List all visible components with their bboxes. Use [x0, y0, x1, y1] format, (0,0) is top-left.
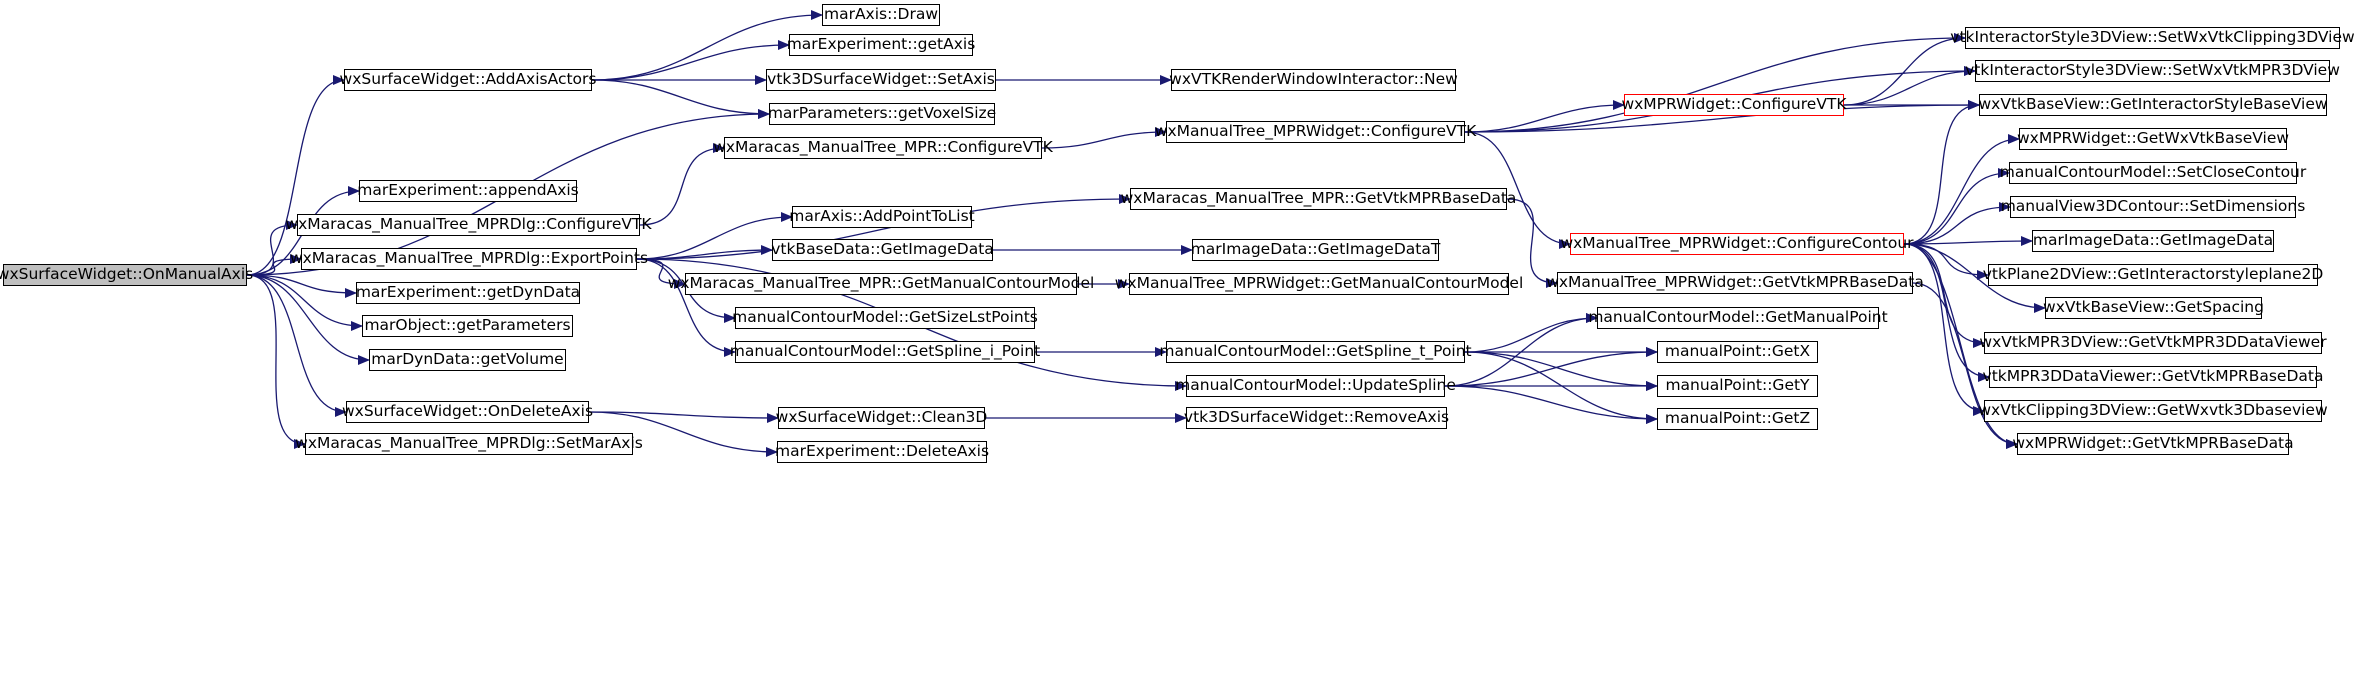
graph-node-marExpDeleteAxis[interactable]: marExperiment::DeleteAxis — [775, 441, 989, 463]
edge-mprWidgetConfigureContour-to-mpr3dGetViewer — [1903, 243, 1985, 348]
graph-node-marImgGetImageData[interactable]: marImageData::GetImageData — [2032, 230, 2274, 252]
edge-mprWidgetConfigureVTK-to-is3dClipping — [1464, 33, 1966, 133]
edge-root-to-dlgExportPoints — [246, 254, 302, 276]
edge-addAxisActors-to-marAxisDraw — [591, 10, 823, 81]
edge-dlgExportPoints-to-mprGetBaseData — [636, 194, 1131, 260]
edge-mprWidgetConfigureContour-to-mpr3dViewerGetBase — [1903, 243, 1990, 382]
graph-node-baseViewGetIS[interactable]: wxVtkBaseView::GetInteractorStyleBaseVie… — [1978, 94, 2328, 116]
edge-root-to-addAxisActors — [246, 75, 345, 276]
edge-mprWidgetConfigureContour-to-baseViewGetIS — [1903, 100, 1980, 245]
graph-node-marParamVoxel[interactable]: marParameters::getVoxelSize — [768, 103, 996, 125]
edge-wxMPRConfigureVTK-to-is3dClipping — [1843, 33, 1966, 106]
graph-node-mcmUpdateSpline[interactable]: manualContourModel::UpdateSpline — [1175, 375, 1456, 397]
edge-mprWidgetConfigureContour-to-wxMPRGetBaseData — [1903, 243, 2018, 449]
graph-node-marExpAppendAxis[interactable]: marExperiment::appendAxis — [357, 180, 579, 202]
graph-node-vtk3dSetAxis[interactable]: vtk3DSurfaceWidget::SetAxis — [766, 69, 996, 91]
graph-node-vtk3dRemoveAxis[interactable]: vtk3DSurfaceWidget::RemoveAxis — [1184, 407, 1449, 429]
graph-node-mpGetZ[interactable]: manualPoint::GetZ — [1657, 408, 1818, 430]
graph-node-mcmGetSplineI[interactable]: manualContourModel::GetSpline_i_Point — [730, 341, 1040, 363]
edge-mprWidgetConfigureContour-to-mcmSetClose — [1903, 168, 2010, 245]
edge-mcmGetSplineT-to-mcmGetManualPoint — [1464, 313, 1598, 353]
graph-node-mcmGetSizeLst[interactable]: manualContourModel::GetSizeLstPoints — [732, 307, 1038, 329]
graph-node-mprWidgetConfigureContour[interactable]: wxManualTree_MPRWidget::ConfigureContour — [1560, 233, 1914, 255]
graph-node-marImgGetImageDataT[interactable]: marImageData::GetImageDataT — [1191, 239, 1440, 261]
edge-mprGetBaseData-to-mprWidgetGetBaseData — [1506, 198, 1558, 288]
edge-dlgConfigureVTK-to-mprConfigureVTK — [639, 143, 725, 226]
edge-wxMPRConfigureVTK-to-is3dMPR — [1843, 66, 1976, 106]
graph-node-plane2dGetIS[interactable]: vtkPlane2DView::GetInteractorstyleplane2… — [1983, 264, 2323, 286]
edge-root-to-onDeleteAxis — [246, 274, 347, 417]
edge-mprWidgetGetBaseData-to-wxMPRGetBaseData — [1912, 282, 2018, 449]
graph-node-mpGetX[interactable]: manualPoint::GetX — [1657, 341, 1818, 363]
graph-node-mprGetBaseData[interactable]: wxMaracas_ManualTree_MPR::GetVtkMPRBaseD… — [1121, 188, 1516, 210]
edge-onDeleteAxis-to-marExpDeleteAxis — [588, 411, 778, 457]
edge-root-to-marObjGetParams — [246, 274, 363, 331]
edge-root-to-marDynGetVolume — [246, 274, 370, 365]
graph-node-marExpGetAxis[interactable]: marExperiment::getAxis — [787, 34, 975, 56]
graph-node-mv3dSetDims[interactable]: manualView3DContour::SetDimensions — [2001, 196, 2305, 218]
edge-addAxisActors-to-marParamVoxel — [591, 79, 770, 119]
graph-node-mpr3dGetViewer[interactable]: wxVtkMPR3DView::GetVtkMPR3DDataViewer — [1979, 332, 2327, 354]
graph-node-mprWidgetGetBaseData[interactable]: wxManualTree_MPRWidget::GetVtkMPRBaseDat… — [1546, 272, 1924, 294]
graph-node-root[interactable]: wxSurfaceWidget::OnManualAxis — [0, 264, 253, 286]
graph-node-mprConfigureVTK[interactable]: wxMaracas_ManualTree_MPR::ConfigureVTK — [713, 137, 1053, 159]
edge-mprWidgetConfigureContour-to-marImgGetImageData — [1903, 236, 2033, 247]
graph-node-mprWidgetGetManualContour[interactable]: wxManualTree_MPRWidget::GetManualContour… — [1115, 273, 1523, 295]
graph-node-onDeleteAxis[interactable]: wxSurfaceWidget::OnDeleteAxis — [342, 401, 593, 423]
graph-node-marAxisDraw[interactable]: marAxis::Draw — [822, 4, 940, 26]
graph-node-is3dMPR[interactable]: vtkInteractorStyle3DView::SetWxVtkMPR3DV… — [1965, 60, 2340, 82]
graph-node-dlgExportPoints[interactable]: wxMaracas_ManualTree_MPRDlg::ExportPoint… — [290, 248, 648, 270]
edge-onDeleteAxis-to-clean3D — [588, 411, 779, 423]
graph-node-wxMPRGetBaseView[interactable]: wxMPRWidget::GetWxVtkBaseView — [2017, 128, 2289, 150]
edge-dlgExportPoints-to-mcmGetSplineI — [636, 258, 736, 357]
edge-mcmGetSplineT-to-mpGetY — [1464, 351, 1658, 391]
edge-mprWidgetConfigureContour-to-wxMPRGetBaseView — [1903, 134, 2020, 245]
edge-mcmUpdateSpline-to-mpGetX — [1444, 347, 1658, 387]
graph-node-mcmGetManualPoint[interactable]: manualContourModel::GetManualPoint — [1588, 307, 1888, 329]
edge-mprWidgetConfigureVTK-to-baseViewGetIS — [1464, 100, 1980, 133]
graph-node-addAxisActors[interactable]: wxSurfaceWidget::AddAxisActors — [340, 69, 596, 91]
edge-mprWidgetConfigureVTK-to-mprWidgetConfigureContour — [1464, 131, 1571, 249]
graph-node-wxVtkRWINew[interactable]: wxVTKRenderWindowInteractor::New — [1169, 69, 1458, 91]
edge-mcmUpdateSpline-to-mpGetZ — [1444, 385, 1658, 424]
graph-node-dlgConfigureVTK[interactable]: wxMaracas_ManualTree_MPRDlg::ConfigureVT… — [285, 214, 652, 236]
graph-node-marDynGetVolume[interactable]: marDynData::getVolume — [369, 349, 566, 371]
graph-node-clip3dGetBaseview[interactable]: wxVtkClipping3DView::GetWxvtk3Dbaseview — [1978, 400, 2328, 422]
graph-node-wxMPRConfigureVTK[interactable]: wxMPRWidget::ConfigureVTK — [1621, 94, 1847, 116]
graph-node-mprGetManualContour[interactable]: wxMaracas_ManualTree_MPR::GetManualConto… — [668, 273, 1094, 295]
edge-mcmUpdateSpline-to-mcmGetManualPoint — [1444, 313, 1598, 387]
edge-mprConfigureVTK-to-mprWidgetConfigureVTK — [1041, 127, 1167, 149]
edge-mprWidgetConfigureContour-to-mv3dSetDims — [1903, 202, 2011, 245]
edge-dlgExportPoints-to-marAxisAddPoint — [636, 212, 793, 260]
graph-node-baseViewGetSpacing[interactable]: wxVtkBaseView::GetSpacing — [2043, 297, 2264, 319]
graph-node-marObjGetParams[interactable]: marObject::getParameters — [362, 315, 573, 337]
graph-node-mcmSetClose[interactable]: manualContourModel::SetCloseContour — [2000, 162, 2306, 184]
edge-mprWidgetConfigureVTK-to-wxMPRConfigureVTK — [1464, 100, 1625, 133]
graph-node-marExpGetDynData[interactable]: marExperiment::getDynData — [356, 282, 580, 304]
graph-node-mprWidgetConfigureVTK[interactable]: wxManualTree_MPRWidget::ConfigureVTK — [1155, 121, 1476, 143]
graph-node-is3dClipping[interactable]: vtkInteractorStyle3DView::SetWxVtkClippi… — [1950, 27, 2355, 49]
graph-node-marAxisAddPoint[interactable]: marAxis::AddPointToList — [789, 206, 975, 228]
edge-dlgExportPoints-to-mprGetManualContour — [636, 258, 686, 289]
graph-node-mpr3dViewerGetBase[interactable]: vtkMPR3DDataViewer::GetVtkMPRBaseData — [1983, 366, 2323, 388]
graph-node-dlgSetMarAxis[interactable]: wxMaracas_ManualTree_MPRDlg::SetMarAxis — [295, 433, 643, 455]
graph-node-vtkBaseGetImageData[interactable]: vtkBaseData::GetImageData — [771, 239, 994, 261]
graph-node-mcmGetSplineT[interactable]: manualContourModel::GetSpline_t_Point — [1159, 341, 1472, 363]
graph-node-mpGetY[interactable]: manualPoint::GetY — [1657, 375, 1818, 397]
edge-mprWidgetConfigureContour-to-baseViewGetSpacing — [1903, 243, 2046, 313]
graph-node-wxMPRGetBaseData[interactable]: wxMPRWidget::GetVtkMPRBaseData — [2012, 433, 2294, 455]
graph-node-clean3D[interactable]: wxSurfaceWidget::Clean3D — [776, 407, 987, 429]
edge-root-to-dlgConfigureVTK — [246, 220, 298, 276]
edge-mprWidgetConfigureContour-to-plane2dGetIS — [1903, 243, 1989, 280]
edge-root-to-marExpGetDynData — [246, 274, 357, 298]
edge-root-to-dlgSetMarAxis — [246, 274, 306, 449]
edge-addAxisActors-to-marExpGetAxis — [591, 40, 790, 81]
